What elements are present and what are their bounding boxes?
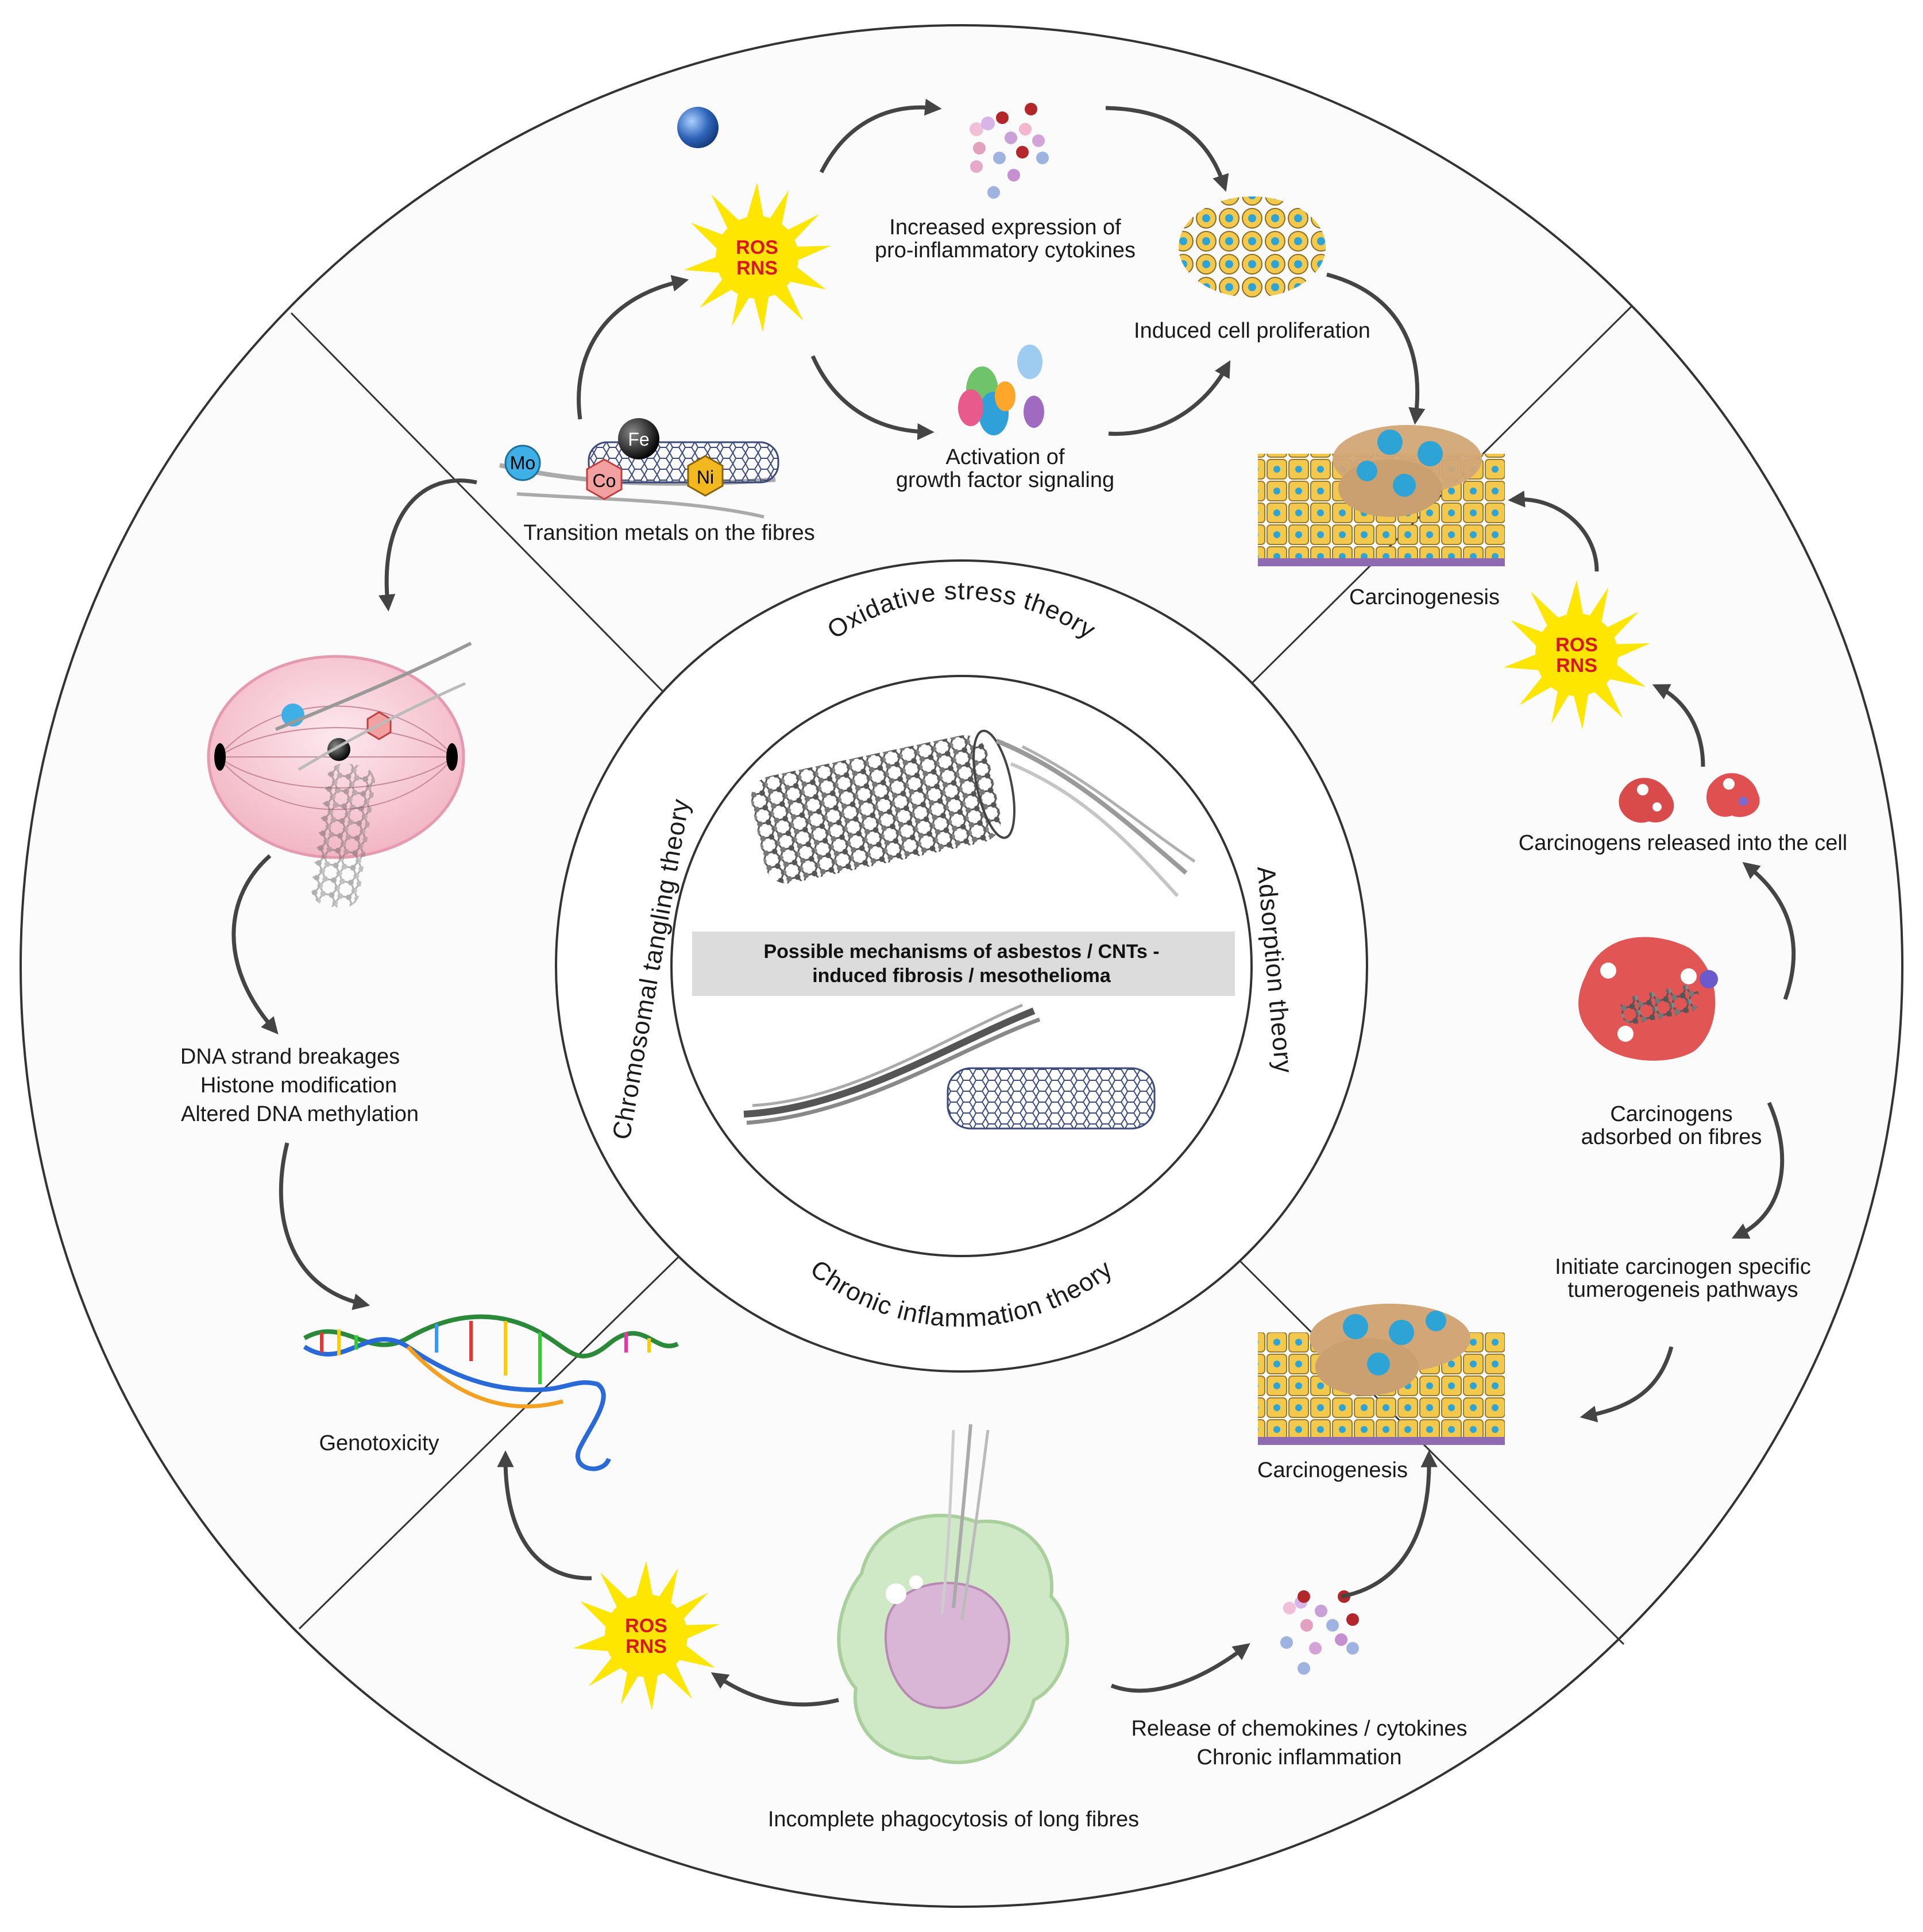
genotoxicity-label: Genotoxicity	[319, 1431, 439, 1455]
proliferation-label: Induced cell proliferation	[1134, 319, 1370, 343]
growth-factor-label-line2: growth factor signaling	[896, 468, 1114, 492]
chemokine-dots	[1280, 1590, 1359, 1675]
macrophage-cell	[837, 1424, 1069, 1764]
released-carcinogen-molecules	[1619, 773, 1760, 823]
phagocytosis-label: Incomplete phagocytosis of long fibres	[768, 1807, 1139, 1831]
svg-text:Fe: Fe	[628, 429, 649, 450]
blue-sphere	[677, 107, 719, 148]
ros-top-line1: ROS	[736, 237, 778, 258]
cytokines-label-line1: Increased expression of	[889, 215, 1121, 239]
co-atom-icon	[586, 458, 623, 500]
center-title-box	[692, 932, 1235, 996]
center-title-line1: Possible mechanisms of asbestos / CNTs -	[763, 941, 1159, 963]
adsorbed-label-line2: adsorbed on fibres	[1581, 1125, 1762, 1149]
mitotic-spindle	[207, 642, 472, 908]
ros-bottom-line2: RNS	[625, 1636, 667, 1657]
ros-top-line2: RNS	[736, 257, 778, 279]
cytokine-dots-top	[970, 103, 1049, 199]
tissue-carcinogenesis-bottom	[1258, 1304, 1505, 1445]
ros-bottom-line1: ROS	[625, 1615, 667, 1637]
ros-burst-top	[684, 183, 831, 332]
flow-arrows	[231, 98, 1796, 1707]
fibre-with-metals: Mo Co Fe Ni	[499, 418, 779, 519]
carcinogenesis-bottom-label: Carcinogenesis	[1257, 1458, 1408, 1482]
ros-right-line1: ROS	[1555, 634, 1598, 656]
tissue-carcinogenesis-top	[1258, 425, 1505, 566]
growth-factor-proteins	[958, 345, 1044, 435]
initiate-label-line1: Initiate carcinogen specific	[1555, 1255, 1811, 1279]
dna-double-helix	[303, 1314, 679, 1471]
released-label: Carcinogens released into the cell	[1519, 831, 1847, 855]
svg-text:Ni: Ni	[697, 467, 714, 488]
ni-atom-icon	[687, 455, 724, 497]
ros-burst-bottom	[573, 1561, 720, 1710]
carcinogenesis-top-label: Carcinogenesis	[1349, 585, 1500, 609]
dna-damage-line1: DNA strand breakages	[180, 1045, 400, 1069]
mo-atom-icon	[504, 445, 541, 481]
center-nanotube-illustration	[743, 729, 1196, 1130]
chemokines-label-line2: Chronic inflammation	[1197, 1745, 1402, 1769]
svg-text:Mo: Mo	[510, 453, 535, 473]
fe-atom-icon	[618, 418, 659, 459]
adsorbed-carcinogen-complex	[1578, 937, 1718, 1061]
initiate-label-line2: tumerogeneis pathways	[1567, 1278, 1798, 1302]
chemokines-label-line1: Release of chemokines / cytokines	[1131, 1717, 1467, 1741]
adsorbed-label-line1: Carcinogens	[1610, 1102, 1732, 1126]
svg-text:Co: Co	[593, 470, 616, 491]
dna-damage-line2: Histone modification	[200, 1073, 397, 1098]
cytokines-label-line2: pro-inflammatory cytokines	[875, 238, 1136, 262]
ros-burst-right	[1504, 580, 1650, 729]
ros-right-line2: RNS	[1556, 655, 1597, 677]
center-title-line2: induced fibrosis / mesothelioma	[812, 965, 1111, 987]
growth-factor-label-line1: Activation of	[946, 445, 1065, 469]
cell-cluster	[1179, 196, 1326, 297]
transition-metals-label: Transition metals on the fibres	[523, 521, 815, 545]
dna-damage-line3: Altered DNA methylation	[181, 1102, 419, 1126]
